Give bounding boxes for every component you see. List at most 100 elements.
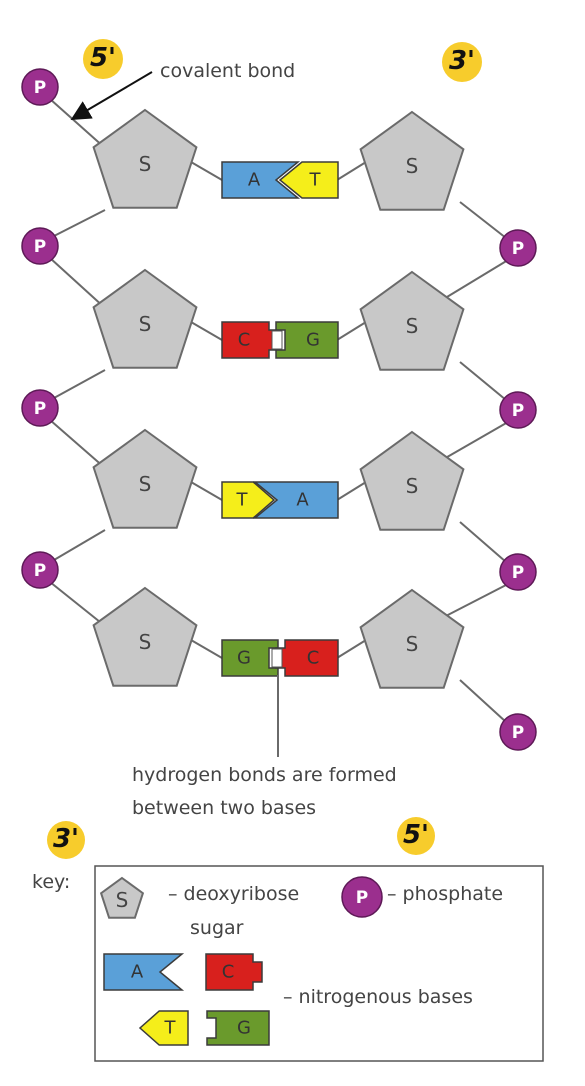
sugar-right-4: S bbox=[359, 588, 465, 689]
svg-text:3': 3' bbox=[449, 46, 475, 76]
svg-text:5': 5' bbox=[403, 820, 429, 850]
badge-5-prime-top: 5' bbox=[83, 39, 123, 79]
phosphate-label: P bbox=[512, 401, 524, 421]
base-left-4: G bbox=[221, 639, 279, 677]
sugar-left-2: S bbox=[92, 268, 198, 369]
key-phosphate-symbol: P bbox=[341, 876, 383, 918]
sugar-label: S bbox=[139, 152, 152, 176]
base-label: G bbox=[237, 648, 251, 669]
sugar-label: S bbox=[406, 154, 419, 178]
sugar-right-1: S bbox=[359, 110, 465, 211]
covalent-bond-line bbox=[459, 679, 507, 723]
phosphate-label: P bbox=[356, 888, 368, 908]
phosphate-left-2: P bbox=[21, 227, 59, 265]
phosphate-right-1: P bbox=[499, 229, 537, 267]
covalent-bond-line bbox=[49, 98, 106, 149]
covalent-bond-line bbox=[459, 521, 507, 563]
covalent-bond-line bbox=[459, 201, 507, 239]
sugar-base-line bbox=[190, 639, 223, 659]
phosphate-left-3: P bbox=[21, 389, 59, 427]
phosphate-right-2: P bbox=[499, 391, 537, 429]
covalent-bond-line bbox=[441, 421, 509, 461]
key-base-a: A bbox=[103, 953, 185, 991]
key-base-t: T bbox=[138, 1010, 189, 1046]
base-right-2: G bbox=[275, 321, 339, 359]
base-label: C bbox=[222, 962, 235, 983]
covalent-bond-arrow bbox=[70, 71, 153, 121]
covalent-bond-label: covalent bond bbox=[160, 60, 295, 82]
covalent-bond-line bbox=[441, 259, 509, 301]
badge-3-prime-bottom: 3' bbox=[47, 821, 85, 859]
sugar-right-3: S bbox=[359, 430, 465, 531]
sugar-left-1: S bbox=[92, 108, 198, 209]
sugar-label: S bbox=[139, 312, 152, 336]
key-phosphate-text: – phosphate bbox=[387, 883, 503, 905]
key-sugar-text-line2: sugar bbox=[190, 917, 244, 939]
sugar-left-4: S bbox=[92, 586, 198, 687]
base-label: G bbox=[306, 330, 320, 351]
phosphate-label: P bbox=[512, 563, 524, 583]
phosphate-label: P bbox=[512, 239, 524, 259]
sugar-right-2: S bbox=[359, 270, 465, 371]
base-right-3: A bbox=[252, 481, 339, 519]
sugar-base-line bbox=[190, 161, 223, 181]
base-right-4: C bbox=[275, 639, 339, 677]
hydrogen-bond-gap bbox=[271, 330, 283, 350]
svg-text:5': 5' bbox=[90, 43, 116, 73]
hydrogen-bond-gap bbox=[271, 648, 283, 668]
key-content: S P A C T G bbox=[99, 876, 383, 1046]
hydrogen-bond-label-line2: between two bases bbox=[132, 797, 316, 819]
phosphate-label: P bbox=[34, 399, 46, 419]
covalent-bond-line bbox=[53, 369, 106, 399]
base-right-1: T bbox=[278, 161, 339, 199]
phosphate-right-3: P bbox=[499, 553, 537, 591]
sugar-base-line bbox=[336, 639, 367, 659]
key-base-c: C bbox=[205, 953, 263, 991]
sugar-base-line bbox=[336, 481, 367, 501]
covalent-bond-line bbox=[441, 583, 509, 619]
svg-text:3': 3' bbox=[53, 824, 79, 854]
sugar-label: S bbox=[406, 632, 419, 656]
sugar-base-line bbox=[336, 321, 367, 341]
base-label: T bbox=[236, 490, 249, 511]
covalent-bond-line bbox=[49, 581, 106, 627]
base-label: T bbox=[309, 170, 322, 191]
sugar-base-line bbox=[190, 321, 223, 341]
sugar-label: S bbox=[139, 472, 152, 496]
base-label: G bbox=[237, 1018, 251, 1039]
key-sugar-text: – deoxyribose bbox=[168, 883, 299, 905]
hydrogen-bond-label-line1: hydrogen bonds are formed bbox=[132, 764, 397, 786]
badge-5-prime-bottom: 5' bbox=[397, 817, 435, 855]
covalent-bond-line bbox=[49, 419, 106, 469]
base-label: C bbox=[238, 330, 251, 351]
key-title: key: bbox=[32, 871, 70, 893]
sugar-label: S bbox=[139, 630, 152, 654]
covalent-bond-line bbox=[459, 361, 507, 401]
backbone-lines bbox=[49, 98, 509, 723]
covalent-bond-line bbox=[53, 529, 106, 561]
sugar-base-line bbox=[336, 161, 367, 181]
base-label: C bbox=[307, 648, 320, 669]
phosphate-label: P bbox=[34, 561, 46, 581]
phosphate-label: P bbox=[512, 723, 524, 743]
base-left-1: A bbox=[221, 161, 301, 199]
sugar-label: S bbox=[406, 474, 419, 498]
base-label: A bbox=[131, 962, 144, 983]
key-bases-text: – nitrogenous bases bbox=[283, 986, 473, 1008]
phosphate-label: P bbox=[34, 237, 46, 257]
covalent-bond-line bbox=[53, 209, 106, 237]
sugar-label: S bbox=[116, 888, 129, 912]
phosphate-right-4: P bbox=[499, 713, 537, 751]
sugar-left-3: S bbox=[92, 428, 198, 529]
sugar-label: S bbox=[406, 314, 419, 338]
phosphate-label: P bbox=[34, 78, 46, 98]
key-base-g: G bbox=[206, 1010, 270, 1046]
badge-3-prime-top: 3' bbox=[442, 42, 482, 82]
covalent-bond-line bbox=[49, 257, 106, 309]
base-left-3: T bbox=[221, 481, 276, 519]
base-left-2: C bbox=[221, 321, 279, 359]
sugar-base-line bbox=[190, 481, 223, 501]
phosphate-left-1: P bbox=[21, 68, 59, 106]
